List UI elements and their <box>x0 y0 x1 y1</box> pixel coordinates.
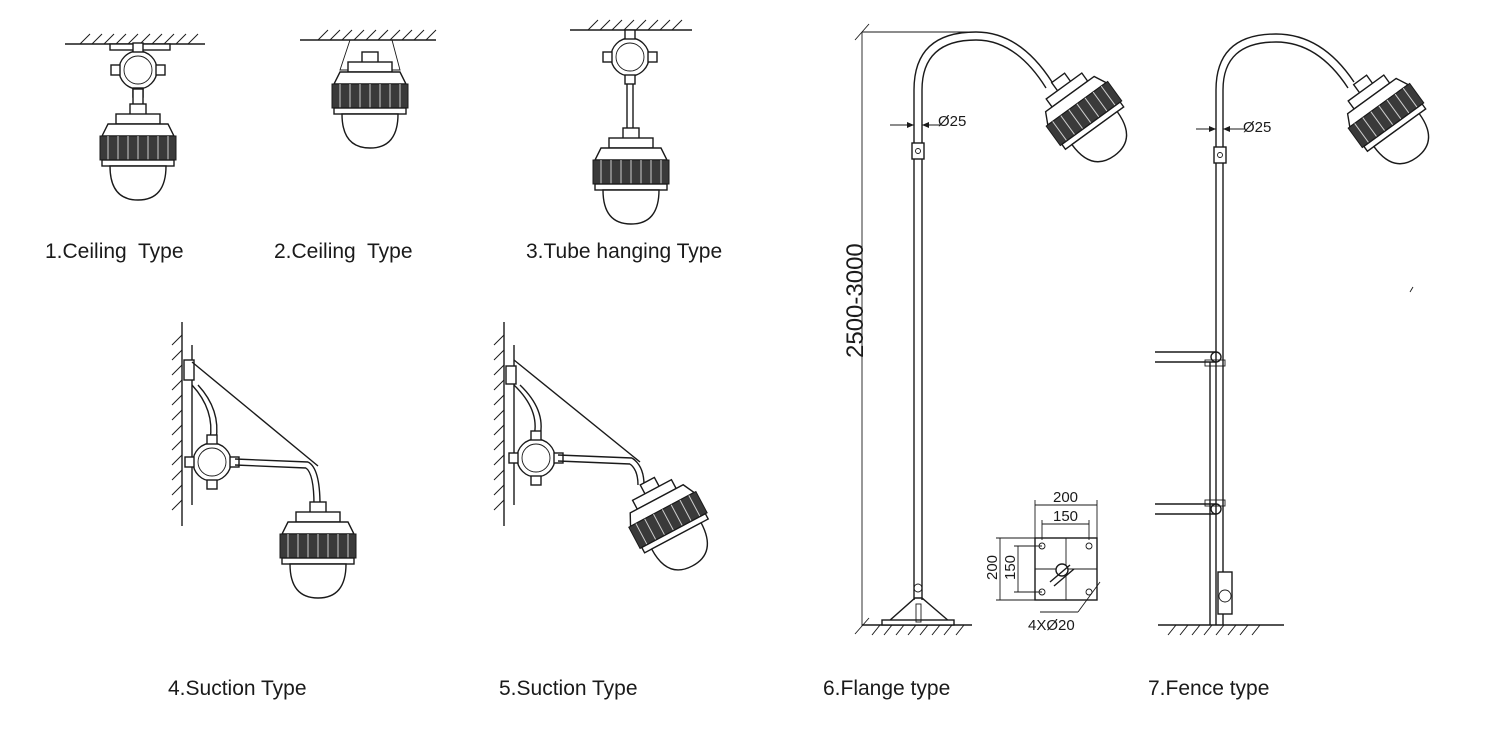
ceiling-type-1-drawing <box>65 33 205 201</box>
flange-hole-spec: 4XØ20 <box>1028 617 1075 634</box>
pipe-diameter-fence: Ø25 <box>1243 119 1271 136</box>
caption-fence-type-7: 7.Fence type <box>1148 677 1270 700</box>
flange-inner-height: 150 <box>1002 555 1019 580</box>
caption-ceiling-type-2: 2.Ceiling Type <box>274 240 413 263</box>
suction-type-5-drawing <box>493 322 727 585</box>
pipe-diameter-flange: Ø25 <box>938 113 966 130</box>
flange-outer-width: 200 <box>1053 489 1078 506</box>
suction-type-4-drawing <box>171 322 357 599</box>
flange-outer-height: 200 <box>984 555 1001 580</box>
tube-hanging-type-3-drawing <box>570 19 692 225</box>
caption-ceiling-type-1: 1.Ceiling Type <box>45 240 184 263</box>
flange-type-6-drawing <box>854 23 1146 636</box>
fence-type-7-drawing <box>1155 33 1448 636</box>
flange-inner-width: 150 <box>1053 508 1078 525</box>
caption-flange-type-6: 6.Flange type <box>823 677 951 700</box>
caption-suction-type-5: 5.Suction Type <box>499 677 638 700</box>
ceiling-type-2-drawing <box>300 29 437 149</box>
flange-plate-detail <box>996 500 1101 613</box>
caption-suction-type-4: 4.Suction Type <box>168 677 307 700</box>
caption-tube-hanging-type-3: 3.Tube hanging Type <box>526 240 723 263</box>
pole-height-dimension: 2500-3000 <box>842 243 869 358</box>
